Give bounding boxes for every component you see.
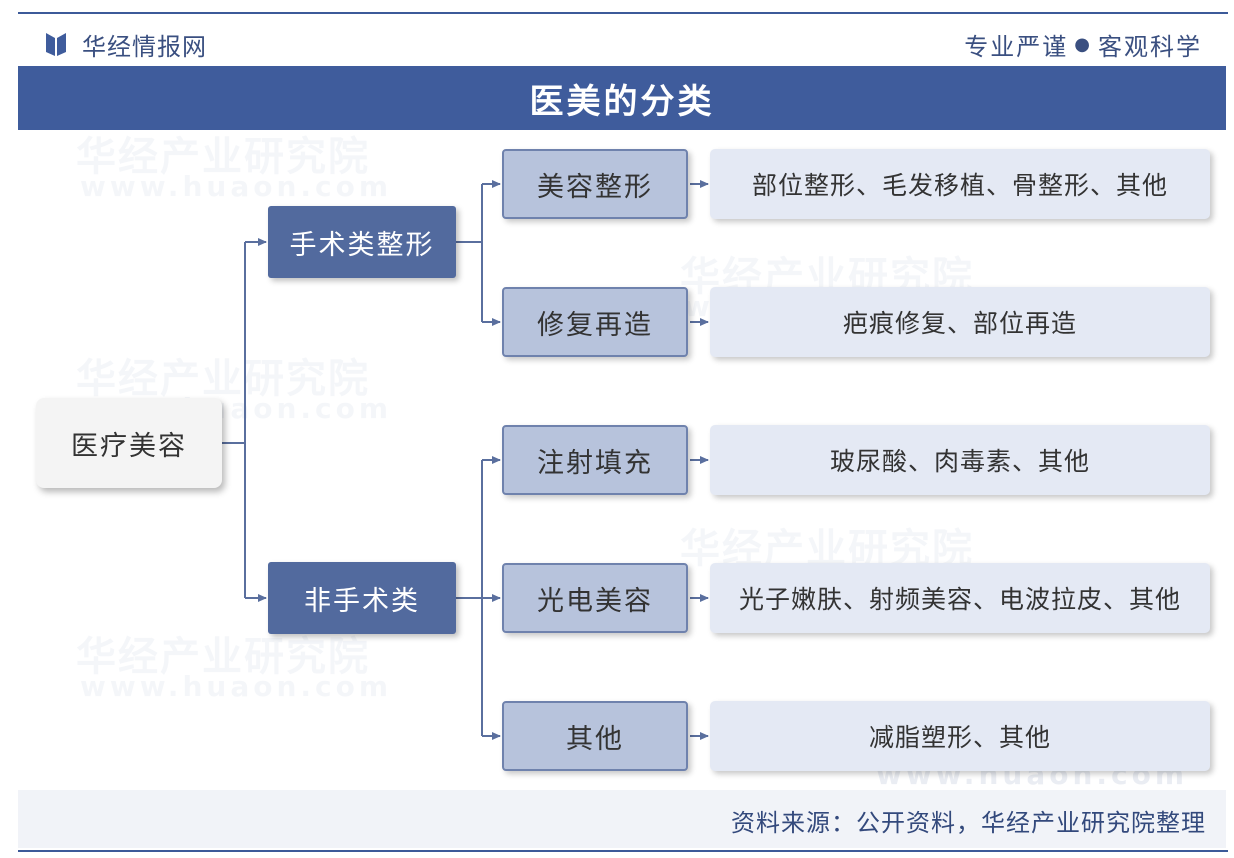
category-non-surgical: 非手术类 xyxy=(268,562,456,634)
footer-bar xyxy=(18,790,1226,848)
top-border-line xyxy=(18,12,1228,14)
source-note: 资料来源：公开资料，华经产业研究院整理 xyxy=(731,808,1206,837)
bottom-border-line xyxy=(18,850,1228,852)
slogan-dot: ● xyxy=(1074,33,1092,55)
detail-other: 减脂塑形、其他 xyxy=(710,701,1210,771)
watermark-url: www.huaon.com xyxy=(80,670,393,703)
watermark-url: www.huaon.com xyxy=(80,170,393,203)
watermark-text: 华经产业研究院 xyxy=(76,356,370,402)
detail-photoelectric: 光子嫩肤、射频美容、电波拉皮、其他 xyxy=(710,563,1210,633)
slogan-right: 客观科学 xyxy=(1098,32,1202,61)
subcategory-repair-reconstruction: 修复再造 xyxy=(502,287,688,357)
page-title: 医美的分类 xyxy=(529,81,715,122)
detail-injection-filling: 玻尿酸、肉毒素、其他 xyxy=(710,425,1210,495)
brand: 华经情报网 xyxy=(44,26,207,62)
subcategory-injection-filling: 注射填充 xyxy=(502,425,688,495)
slogan: 专业严谨 ● 客观科学 xyxy=(964,26,1202,62)
category-surgical: 手术类整形 xyxy=(268,206,456,278)
detail-cosmetic-surgery: 部位整形、毛发移植、骨整形、其他 xyxy=(710,149,1210,219)
subcategory-cosmetic-surgery: 美容整形 xyxy=(502,149,688,219)
watermark-text: 华经产业研究院 xyxy=(76,134,370,180)
detail-repair-reconstruction: 疤痕修复、部位再造 xyxy=(710,287,1210,357)
brand-logo-icon xyxy=(46,33,66,56)
root-node: 医疗美容 xyxy=(36,398,222,488)
slogan-left: 专业严谨 xyxy=(964,32,1069,61)
brand-name: 华经情报网 xyxy=(82,32,207,61)
subcategory-other: 其他 xyxy=(502,701,688,771)
title-bar: 医美的分类 xyxy=(18,66,1226,130)
subcategory-photoelectric: 光电美容 xyxy=(502,563,688,633)
